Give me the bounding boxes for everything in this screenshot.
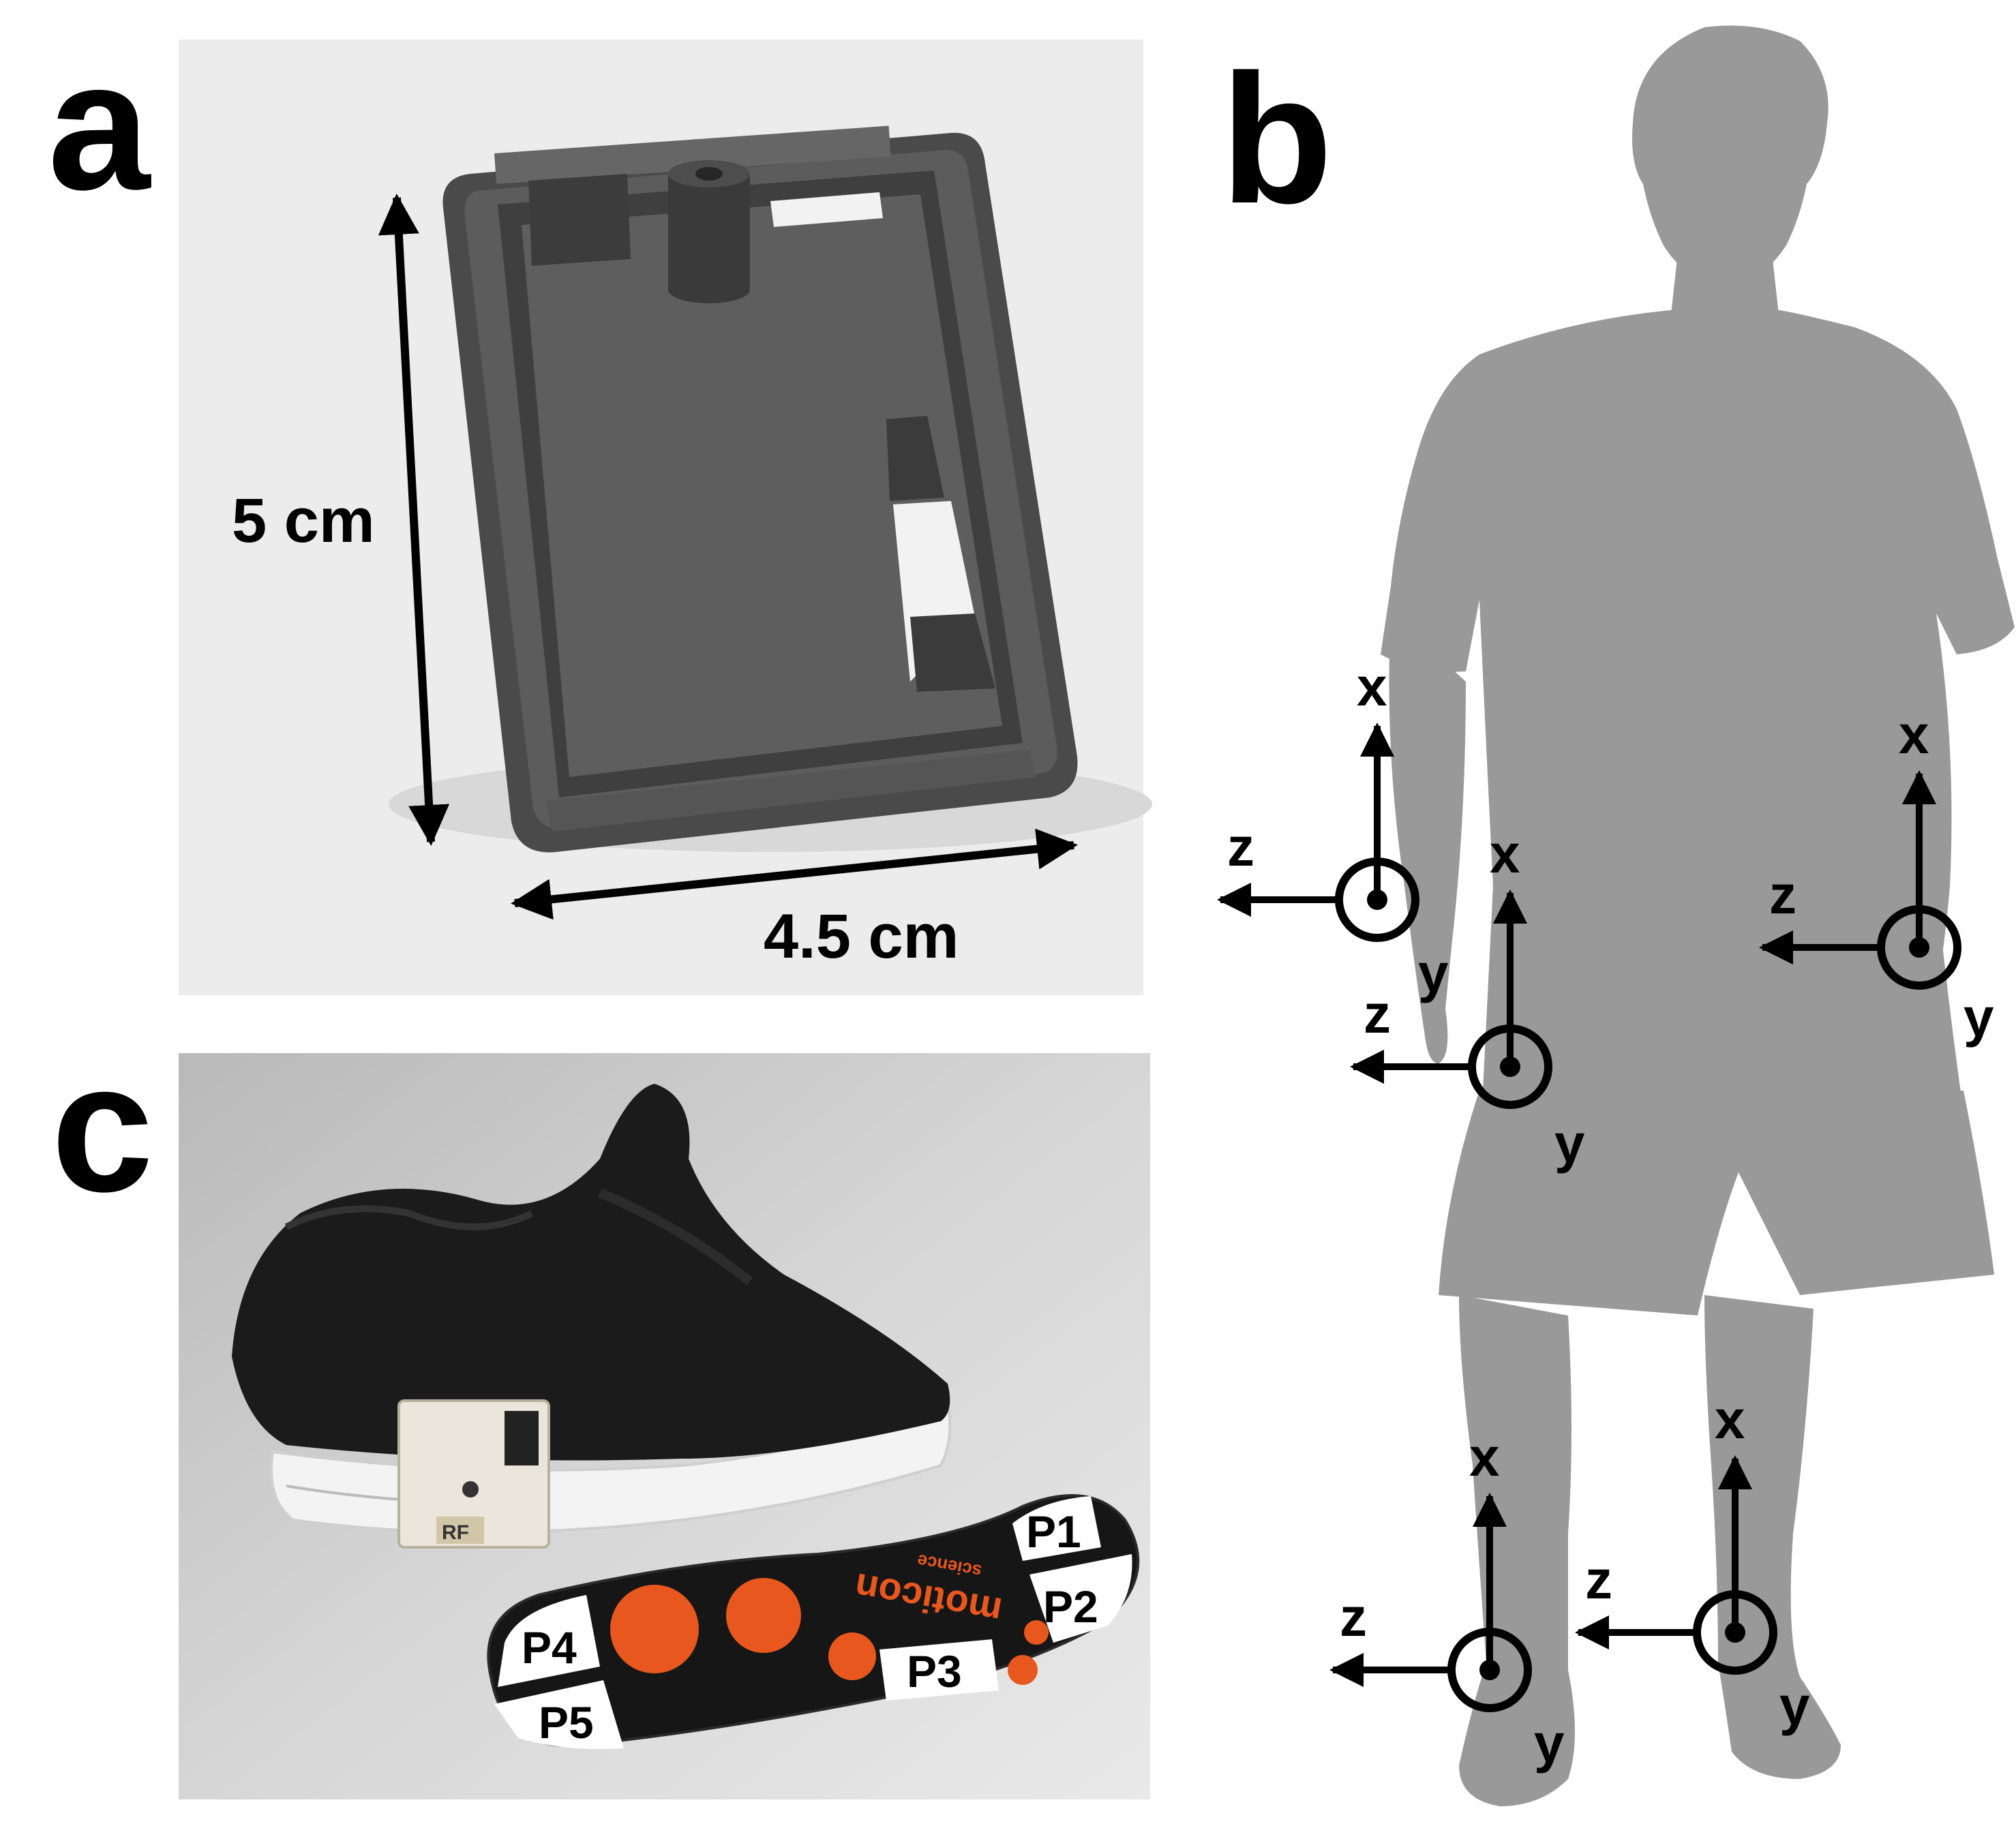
pressure-sensor-circle [726, 1578, 801, 1653]
sensor-zone-p2: P2 [1029, 1554, 1132, 1643]
sensor-zone-label: P1 [1026, 1506, 1081, 1557]
axis-label-x: x [1715, 1389, 1745, 1450]
axis-label-x: x [1490, 823, 1520, 884]
sensor-zone-label: P5 [539, 1697, 594, 1748]
heel-sensor-tag: RF [442, 1521, 469, 1544]
sneaker: RF [232, 1084, 952, 1549]
axis-label-y: y [1779, 1675, 1810, 1736]
axis-label-x: x [1899, 704, 1929, 765]
panel-c: RF moticon science P1 P2 P3 [179, 1053, 1150, 1799]
sensor-zone-label: P2 [1043, 1581, 1098, 1632]
sensor-zone-p4: P4 [498, 1595, 600, 1687]
panel-letter-b: b [1220, 37, 1333, 242]
pressure-sensor-circle [828, 1632, 876, 1680]
sensor-zone-p3: P3 [879, 1639, 999, 1701]
height-dimension-arrow [378, 194, 450, 846]
width-dimension-arrow [511, 828, 1078, 920]
panel-letter-c: c [51, 1025, 154, 1230]
enclosure-case [442, 125, 1078, 853]
panel-b: x z y x z y x z y x z [1217, 25, 2015, 1806]
panel-letter-a: a [48, 23, 151, 228]
standoff-post [668, 174, 750, 290]
sensor-zone-label: P3 [907, 1646, 962, 1697]
axis-label-z: z [1364, 984, 1391, 1044]
width-dimension-label: 4.5 cm [764, 902, 959, 971]
pressure-sensor-circle [1024, 1620, 1049, 1645]
axis-label-y: y [1554, 1113, 1585, 1174]
axis-label-z: z [1227, 817, 1254, 877]
sensor-frame-left-thigh: x z y [1350, 823, 1585, 1174]
sensor-frame-left-shank: x z y [1329, 1427, 1565, 1774]
pressure-sensor-circle [610, 1585, 699, 1673]
sensor-frame-right-wrist: x z y [1759, 704, 1994, 1048]
sensor-zone-p1: P1 [1012, 1496, 1101, 1561]
sensor-zone-label: P4 [522, 1622, 577, 1673]
axis-label-y: y [1534, 1713, 1565, 1774]
axis-label-z: z [1585, 1549, 1612, 1610]
pressure-insole: moticon science [487, 1494, 1140, 1747]
pressure-sensor-circle [1008, 1655, 1038, 1685]
axis-label-y: y [1964, 987, 1994, 1048]
axis-label-y: y [1418, 943, 1449, 1003]
sensor-frame-right-shank: x z y [1575, 1389, 1810, 1736]
sensor-frame-left-wrist: x z y [1217, 656, 1449, 1003]
axis-label-x: x [1469, 1427, 1500, 1487]
axis-label-z: z [1769, 864, 1796, 925]
height-dimension-label: 5 cm [232, 486, 375, 556]
axis-label-z: z [1340, 1587, 1367, 1647]
sensor-zone-p5: P5 [494, 1680, 624, 1749]
axis-label-x: x [1357, 656, 1387, 717]
panel-a: 5 cm 4.5 cm [179, 40, 1152, 995]
